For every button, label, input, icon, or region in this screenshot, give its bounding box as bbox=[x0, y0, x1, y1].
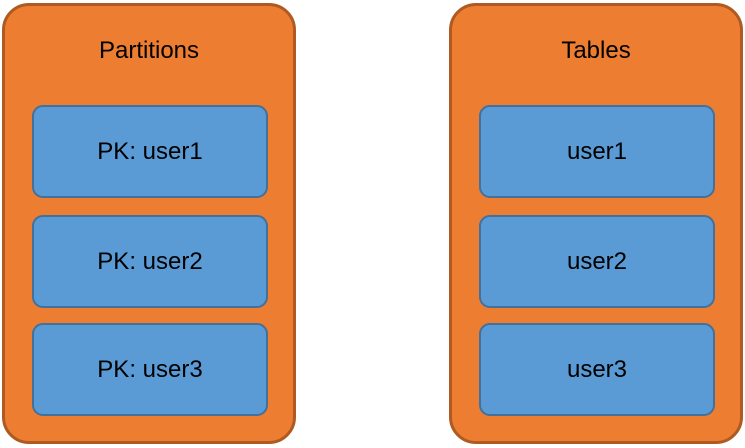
table-box-user2: user2 bbox=[479, 215, 715, 308]
partitions-title: Partitions bbox=[98, 37, 200, 64]
tables-container: Tables user1 user2 user3 bbox=[449, 3, 743, 444]
partition-box-user1-label: PK: user1 bbox=[97, 137, 203, 165]
table-box-user3: user3 bbox=[479, 323, 715, 416]
table-box-user2-label: user2 bbox=[566, 247, 628, 275]
partition-box-user2-label: PK: user2 bbox=[97, 247, 203, 275]
partition-box-user3: PK: user3 bbox=[32, 323, 268, 416]
partitions-container: Partitions PK: user1 PK: user2 PK: user3 bbox=[2, 3, 296, 444]
partition-box-user1: PK: user1 bbox=[32, 105, 268, 198]
partition-box-user3-label: PK: user3 bbox=[97, 355, 203, 383]
tables-title: Tables bbox=[561, 37, 631, 64]
table-box-user1-label: user1 bbox=[566, 137, 628, 165]
partition-box-user2: PK: user2 bbox=[32, 215, 268, 308]
table-box-user1: user1 bbox=[479, 105, 715, 198]
table-box-user3-label: user3 bbox=[566, 355, 628, 383]
